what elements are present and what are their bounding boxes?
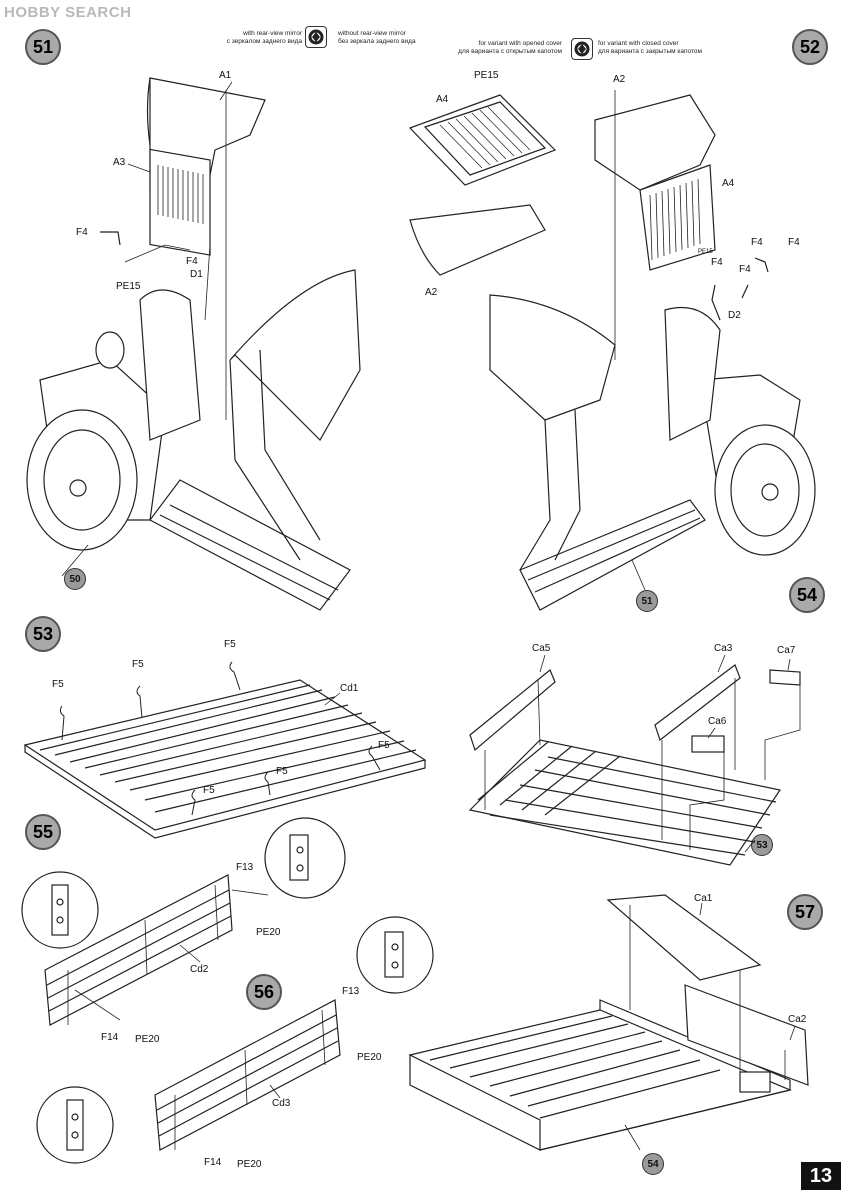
label-d2: D2 <box>728 310 741 321</box>
watermark: HOBBY SEARCH <box>4 4 132 21</box>
step-57-drawing <box>408 894 809 1151</box>
label-f14: F14 <box>101 1032 119 1043</box>
label-a2: A2 <box>425 287 438 298</box>
label-pe20: PE20 <box>237 1159 262 1170</box>
label-pe20: PE20 <box>256 927 281 938</box>
label-pe15: PE15 <box>474 70 499 81</box>
step-55-marker: 55 <box>25 814 61 850</box>
label-ca3: Ca3 <box>714 643 733 654</box>
step-53-drawing <box>23 661 427 839</box>
label-cd3: Cd3 <box>272 1098 291 1109</box>
ref-51-marker: 51 <box>636 590 658 612</box>
label-f5: F5 <box>224 639 236 650</box>
label-f4: F4 <box>76 227 88 238</box>
label-ca1: Ca1 <box>694 893 713 904</box>
label-f4: F4 <box>751 237 763 248</box>
label-f5: F5 <box>132 659 144 670</box>
with-mirror-icon <box>305 26 327 48</box>
label-f4: F4 <box>739 264 751 275</box>
label-ca5: Ca5 <box>532 643 551 654</box>
ref-53-marker: 53 <box>751 834 773 856</box>
page-number: 13 <box>801 1162 841 1190</box>
step-52-drawing <box>408 90 816 611</box>
label-cd2: Cd2 <box>190 964 209 975</box>
label-f4: F4 <box>186 256 198 267</box>
label-pe20: PE20 <box>135 1034 160 1045</box>
label-f13: F13 <box>342 986 360 997</box>
step-51-marker: 51 <box>25 29 61 65</box>
step-51-drawing <box>26 77 361 611</box>
label-f14: F14 <box>204 1157 222 1168</box>
step-56-drawing <box>36 916 434 1164</box>
opened-cover-icon <box>571 38 593 60</box>
label-f5: F5 <box>203 785 215 796</box>
label-pe15: PE15 <box>698 249 713 255</box>
label-a4: A4 <box>436 94 449 105</box>
step-52-marker: 52 <box>792 29 828 65</box>
label-a3: A3 <box>113 157 126 168</box>
label-cd1: Cd1 <box>340 683 359 694</box>
label-d1: D1 <box>190 269 203 280</box>
step-55-drawing <box>21 817 346 1026</box>
ref-54-marker: 54 <box>642 1153 664 1175</box>
label-f4: F4 <box>711 257 723 268</box>
label-pe20: PE20 <box>357 1052 382 1063</box>
label-ca6: Ca6 <box>708 716 727 727</box>
label-f5: F5 <box>378 740 390 751</box>
label-ca2: Ca2 <box>788 1014 807 1025</box>
ref-50-marker: 50 <box>64 568 86 590</box>
step-57-marker: 57 <box>787 894 823 930</box>
step-56-marker: 56 <box>246 974 282 1010</box>
label-f5: F5 <box>276 766 288 777</box>
step-54-drawing <box>468 664 801 866</box>
step-54-marker: 54 <box>789 577 825 613</box>
label-pe15: PE15 <box>116 281 141 292</box>
label-f4: F4 <box>788 237 800 248</box>
label-a4: A4 <box>722 178 735 189</box>
label-f5: F5 <box>52 679 64 690</box>
step-53-marker: 53 <box>25 616 61 652</box>
label-f13: F13 <box>236 862 254 873</box>
label-a2: A2 <box>613 74 626 85</box>
label-ca7: Ca7 <box>777 645 796 656</box>
label-a1: A1 <box>219 70 232 81</box>
